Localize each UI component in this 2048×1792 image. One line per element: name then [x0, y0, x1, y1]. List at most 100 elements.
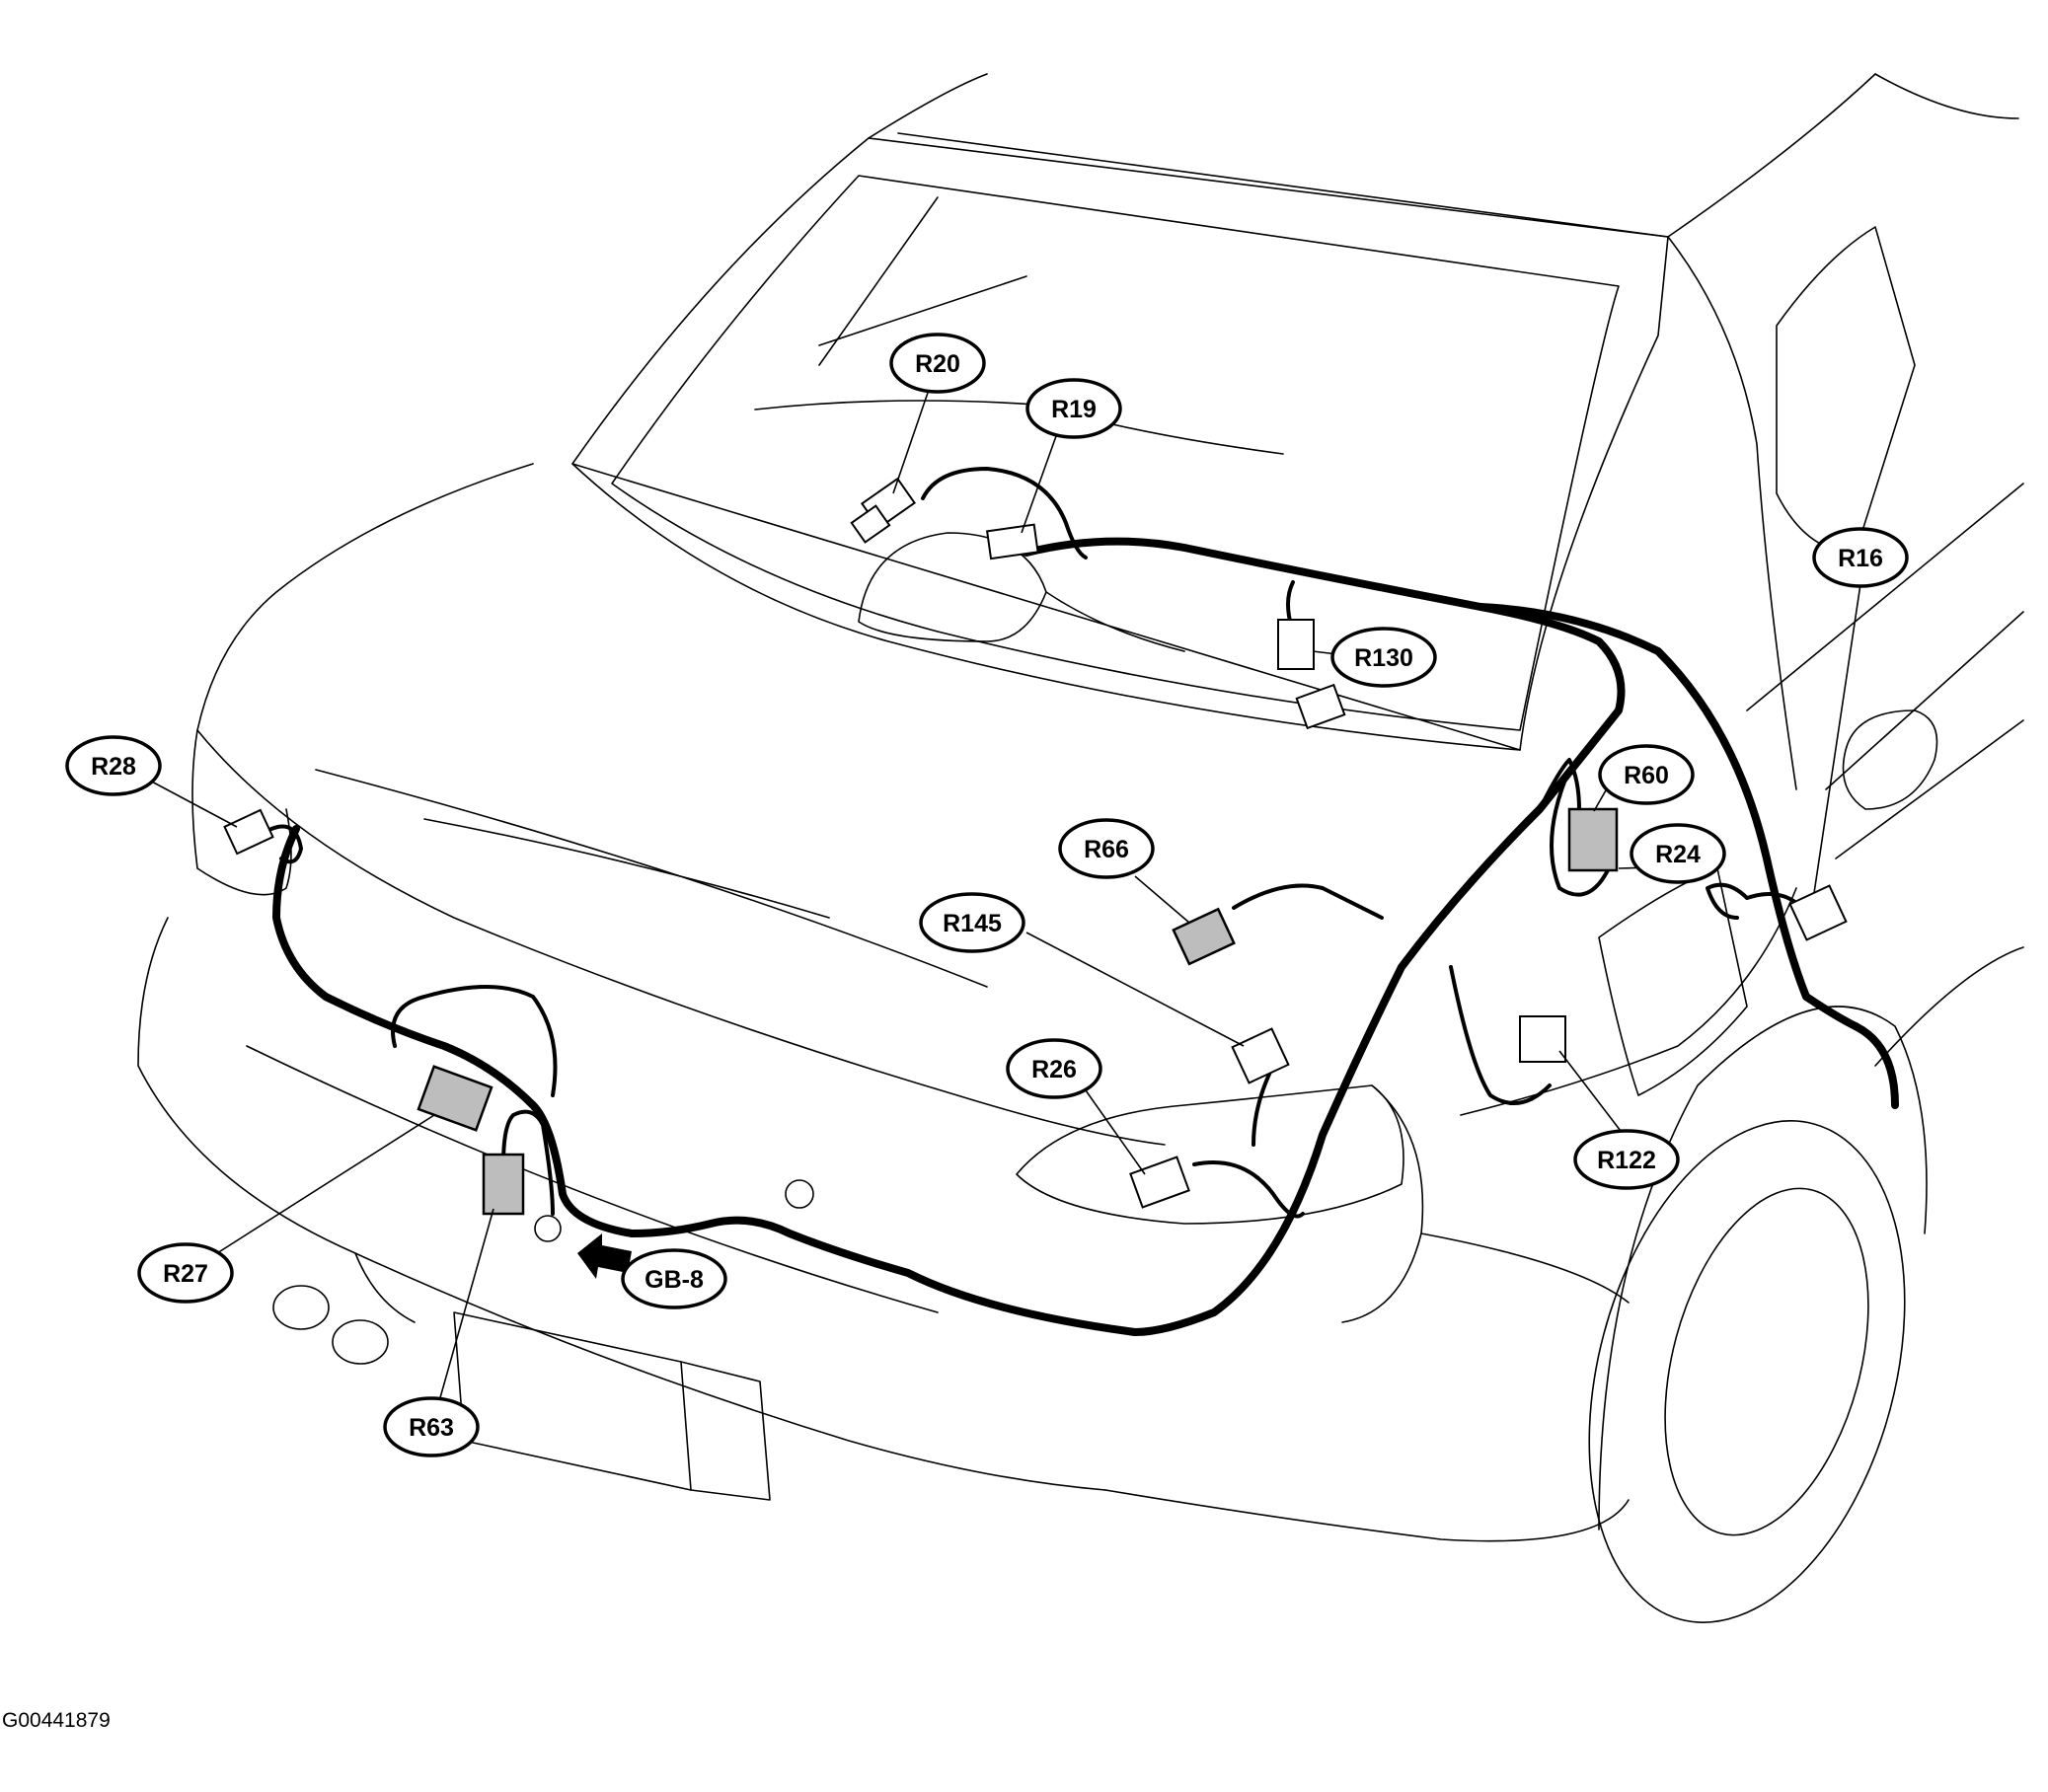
- trunk-lid-crease: [315, 769, 988, 988]
- connector-r130-top: [1277, 619, 1315, 670]
- connector-r26: [1129, 1156, 1190, 1209]
- callout-label: R130: [1354, 644, 1413, 672]
- callout-r24: R24: [1630, 823, 1726, 884]
- rocker-line: [1874, 946, 2024, 1067]
- right-tail-lamp: [1016, 1084, 1404, 1225]
- rear-shelf-line: [754, 400, 1284, 455]
- connector-r63: [482, 1153, 525, 1216]
- side-rear-line: [1874, 73, 2019, 119]
- harness-right-loop: [1477, 603, 1859, 1030]
- callout-label: R16: [1838, 545, 1883, 572]
- callout-r60: R60: [1598, 744, 1695, 805]
- rear-window-inner: [611, 175, 1620, 731]
- branch-r26: [1192, 1160, 1305, 1219]
- callout-oval: [1598, 744, 1695, 805]
- callout-r63: R63: [383, 1396, 480, 1457]
- leader-r122: [1558, 1050, 1625, 1136]
- trunk-lock: [785, 1179, 814, 1209]
- leader-r16: [1813, 583, 1861, 894]
- branch-r27-loop: [391, 985, 558, 1097]
- leader-r27: [216, 1114, 435, 1254]
- body-side-line2: [1825, 611, 2024, 790]
- callout-label: R145: [943, 910, 1002, 937]
- rear-window-outer: [571, 137, 1669, 751]
- left-tail-lamp: [191, 729, 292, 896]
- harness-right-end: [1852, 1022, 1899, 1109]
- callout-label: R122: [1597, 1147, 1656, 1174]
- callout-label: R19: [1051, 396, 1097, 423]
- branch-r66: [1232, 883, 1384, 920]
- leader-r19: [1021, 435, 1057, 534]
- ground-terminal-gb8: [534, 1215, 562, 1242]
- car-body-outline: [137, 73, 2024, 1623]
- callout-oval: [1058, 818, 1155, 879]
- rear-bumper-top: [137, 917, 1106, 1491]
- quarter-panel: [1460, 887, 1797, 1116]
- branch-r122: [1449, 965, 1552, 1105]
- callout-r16: R16: [1812, 527, 1909, 588]
- license-plate-inner: [680, 1361, 771, 1501]
- connector-r28: [223, 808, 274, 856]
- callout-oval: [137, 1242, 234, 1304]
- tailpipe-left: [272, 1285, 330, 1330]
- rear-window-glass-line: [818, 196, 939, 366]
- roof-line: [868, 73, 988, 139]
- connector-r130-bottom: [1295, 683, 1346, 730]
- right-tail-lamp-lower: [1341, 1084, 1424, 1323]
- callout-r26: R26: [1006, 1038, 1102, 1099]
- callout-label: R63: [409, 1414, 454, 1442]
- callout-label: R26: [1031, 1056, 1077, 1083]
- callout-label: R60: [1624, 762, 1669, 789]
- branch-r60-loop: [1550, 768, 1611, 897]
- rear-window-glass-line2: [818, 275, 1027, 346]
- roof-line-front: [897, 132, 1669, 238]
- wiring-harness: [269, 467, 1899, 1336]
- branch-r20-r19: [921, 467, 1088, 560]
- bumper-bottom: [1104, 1489, 1630, 1542]
- third-brake-light: [858, 532, 1047, 642]
- callout-r122: R122: [1573, 1129, 1680, 1190]
- callout-label: R28: [91, 753, 136, 781]
- callout-r130: R130: [1330, 627, 1437, 688]
- leader-r20: [892, 392, 929, 494]
- callout-r19: R19: [1025, 378, 1122, 439]
- door-handle: [1842, 709, 1938, 810]
- ground-arrow: [577, 1233, 632, 1279]
- bumper-lower: [354, 1252, 416, 1323]
- connectors: [223, 477, 1848, 1279]
- trunk-lid: [196, 463, 1166, 1146]
- leader-r63: [438, 1208, 494, 1402]
- callout-oval: [1330, 627, 1437, 688]
- callout-oval: [1630, 823, 1726, 884]
- rear-wheel-outer: [1588, 1120, 1906, 1623]
- callout-oval: [383, 1396, 480, 1457]
- connector-r27: [417, 1065, 493, 1132]
- rear-wheel-inner: [1664, 1187, 1869, 1536]
- callout-label: R27: [163, 1260, 208, 1288]
- license-plate-recess: [453, 1311, 692, 1491]
- callout-r28: R28: [65, 735, 162, 796]
- callout-r20: R20: [889, 333, 986, 394]
- branch-r16: [1745, 892, 1798, 905]
- callout-oval: [1006, 1038, 1102, 1099]
- callout-oval: [1025, 378, 1122, 439]
- side-window: [1776, 226, 1916, 554]
- bumper-side: [1420, 1232, 1630, 1304]
- leader-lines: [147, 392, 1861, 1402]
- callout-r27: R27: [137, 1242, 234, 1304]
- callout-oval: [1573, 1129, 1680, 1190]
- connector-r24: [1788, 884, 1848, 941]
- harness-main-upper: [1023, 537, 1626, 1336]
- callout-r66: R66: [1058, 818, 1155, 879]
- callout-oval: [919, 892, 1025, 953]
- c-pillar: [1667, 236, 1797, 790]
- callout-oval: [889, 333, 986, 394]
- leader-r145: [1025, 932, 1245, 1047]
- callout-gb8: GB-8: [621, 1248, 727, 1309]
- trunk-front-edge: [423, 818, 830, 919]
- connector-r122: [1519, 1015, 1566, 1063]
- connector-r145: [1231, 1027, 1290, 1084]
- callout-oval: [1812, 527, 1909, 588]
